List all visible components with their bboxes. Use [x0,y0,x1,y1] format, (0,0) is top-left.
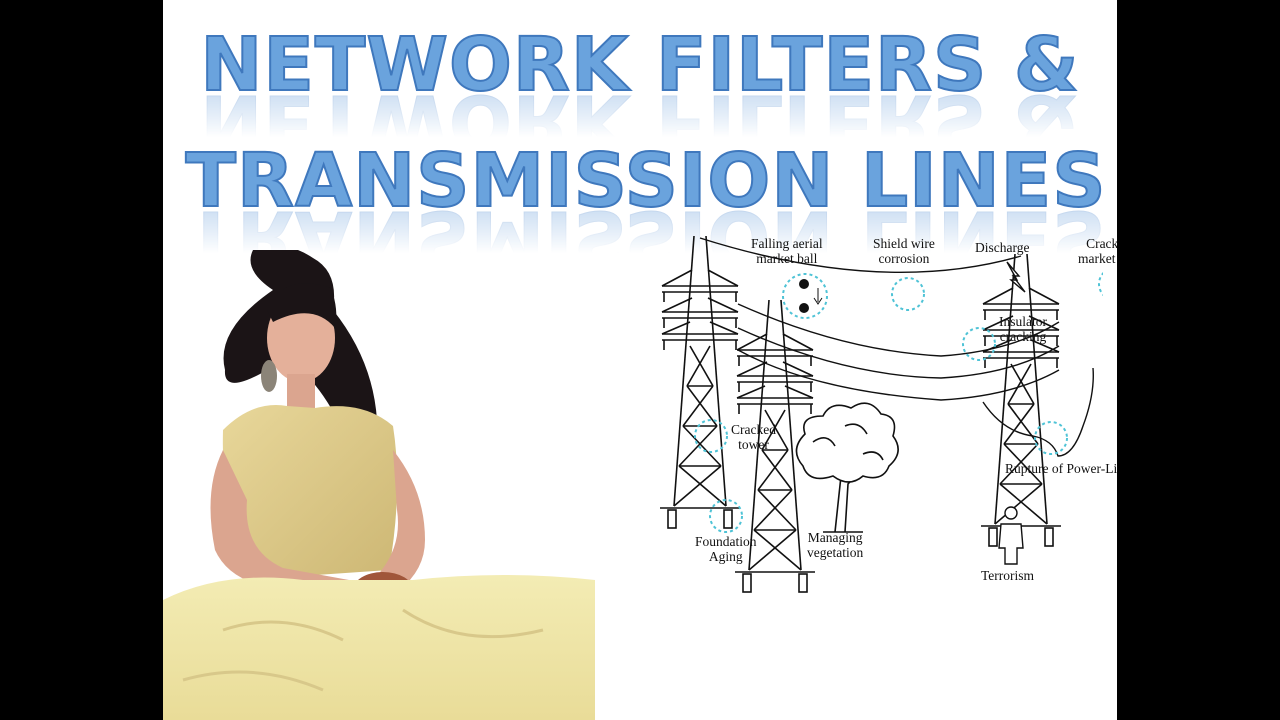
label-foundation: Foundation Aging [695,534,757,564]
label-line: vegetation [807,545,864,560]
power-lines [699,237,1094,457]
label-rupture: Rupture of Power-Line [1005,461,1117,476]
lightning-icon [1006,261,1026,293]
label-line: Cracked [731,422,776,437]
label-line: Aging [708,549,743,564]
label-line: cracking [999,329,1047,344]
label-line: Foundation [695,534,757,549]
label-line: Shield wire [873,236,935,251]
label-insulator: Insulator cracking [999,314,1047,344]
label-vegetation: Managing vegetation [807,530,863,560]
label-line: Insulator [999,314,1047,329]
label-line: Cracked [1086,236,1117,251]
label-line: Falling aerial [751,236,823,251]
label-shield-wire: Shield wire corrosion [873,236,935,266]
label-line: tower [738,437,769,452]
person-icon [998,506,1024,565]
label-cracked-tower: Cracked tower [731,422,776,452]
slide-title-line-1: NETWORK FILTERS & [199,22,1080,108]
slide-title-line-2: TRANSMISSION LINES [185,138,1107,224]
transmission-line-diagram: Falling aerial market ball Shield wire c… [483,226,1117,596]
label-line: market ball [1078,251,1117,266]
tower-icon [980,253,1062,547]
presenter-photo [163,245,595,720]
label-cracked-ball: Cracked market ball [1078,236,1117,266]
label-discharge: Discharge [975,240,1030,255]
label-falling-aerial: Falling aerial market ball [751,236,823,266]
fault-markers [694,267,1117,533]
tree-icon [795,402,899,533]
label-line: Managing [807,530,863,545]
tower-icon [659,235,741,529]
label-line: corrosion [878,251,930,266]
presenter-figure [163,245,595,720]
label-terrorism: Terrorism [981,568,1035,583]
slide-canvas: NETWORK FILTERS & TRANSMISSION LINES NET… [163,0,1117,720]
label-line: market ball [756,251,818,266]
